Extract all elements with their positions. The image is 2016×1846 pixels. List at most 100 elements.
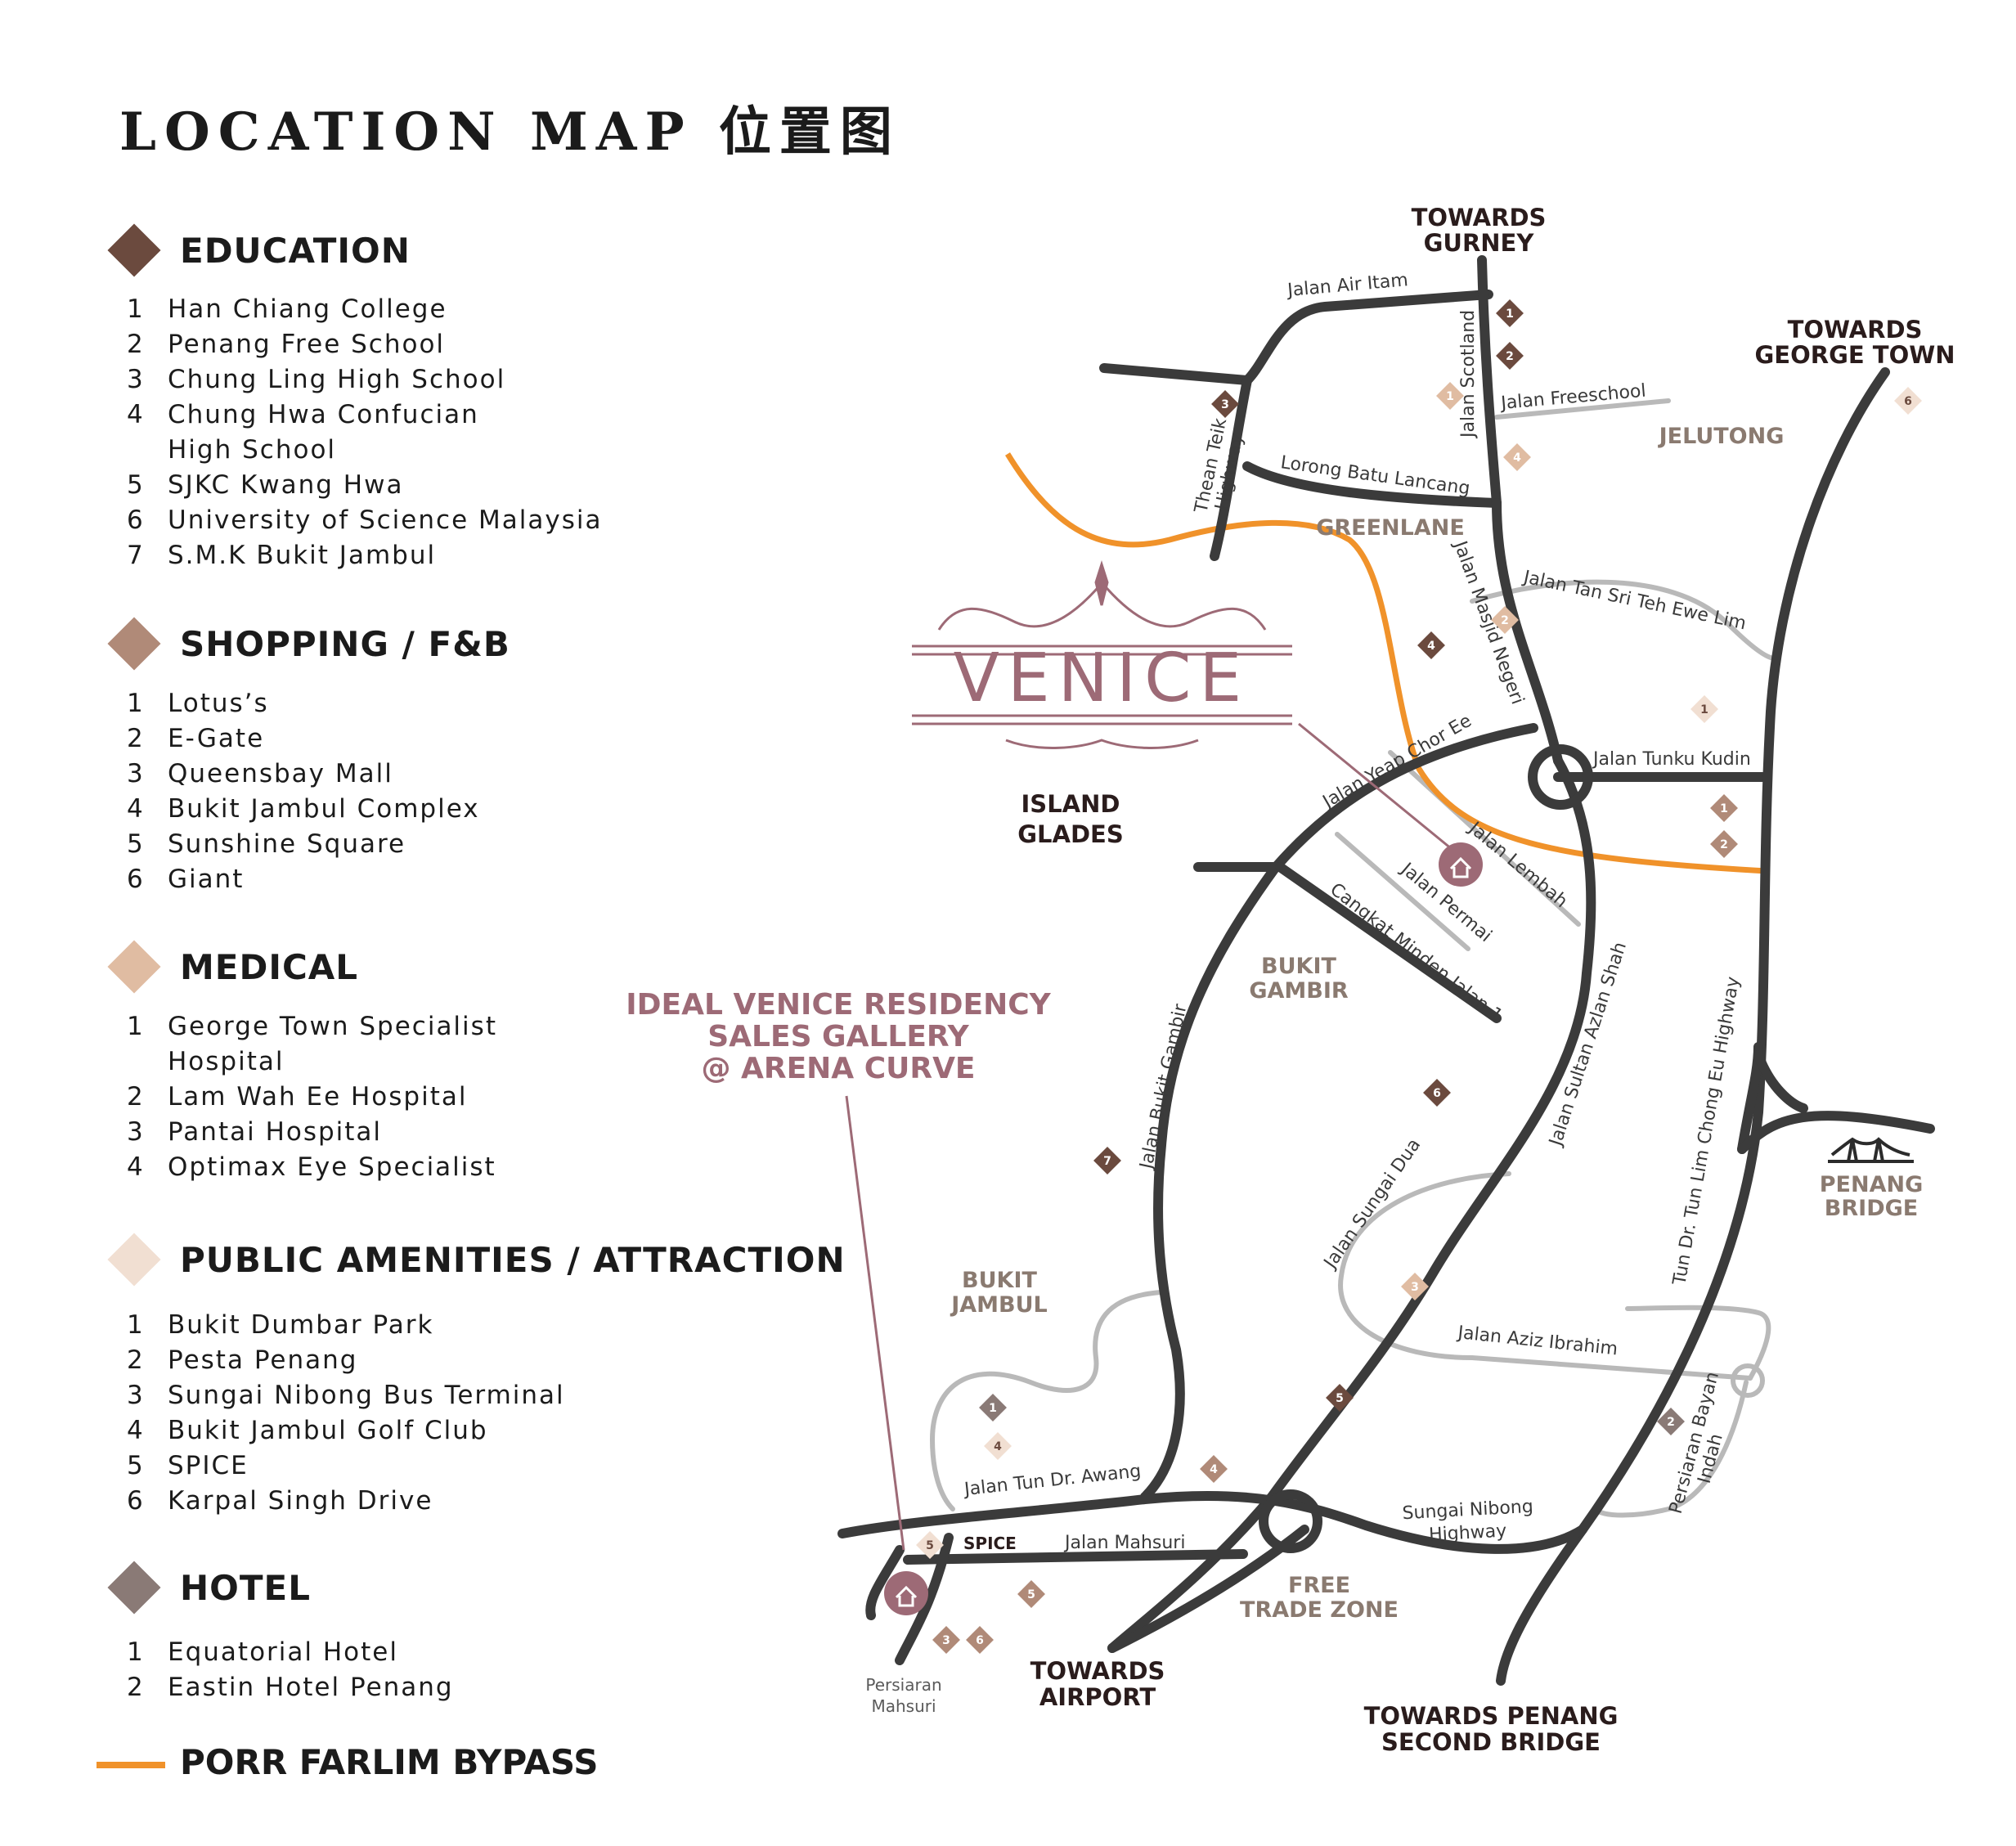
road-yeap-chor-ee: [1140, 723, 1538, 1502]
legend-item-number: 2: [127, 1345, 145, 1375]
marker-number: 2: [1667, 1416, 1675, 1429]
legend-item: George Town Specialist: [168, 1012, 497, 1041]
legend-item-number: 6: [127, 865, 145, 894]
marker-shopping-3: 3: [932, 1626, 960, 1654]
label-jalan-scotland: Jalan Scotland: [1458, 310, 1479, 439]
label-jalan-mahsuri: Jalan Mahsuri: [1063, 1533, 1185, 1553]
label-bukit-gambir-1: BUKIT: [1261, 954, 1336, 979]
marker-shopping-4: 4: [1200, 1455, 1228, 1483]
marker-public-4: 4: [984, 1432, 1012, 1460]
road-sultan-azlan-shah: [1107, 756, 1596, 1653]
legend-item-number: 4: [127, 1152, 145, 1182]
hotel-heading: HOTEL: [180, 1568, 311, 1608]
road-jalan-permai: [1335, 832, 1470, 951]
marker-number: 7: [1103, 1155, 1111, 1168]
legend-item: Pesta Penang: [168, 1345, 358, 1375]
legend-item: Han Chiang College: [168, 294, 447, 324]
legend-item-number: 7: [127, 541, 145, 570]
label-jalan-tunku-kudin: Jalan Tunku Kudin: [1592, 749, 1751, 770]
legend-item-number: 1: [127, 1637, 145, 1667]
road-penang-bridge: [1737, 1111, 1935, 1154]
minor-roads: [929, 398, 1777, 1518]
road-masjid-negeri: [1492, 498, 1563, 766]
road-jalan-tan-sri: [1470, 579, 1777, 661]
road-jalan-aziz-ibrahim: [1625, 1305, 1771, 1381]
legend-item: S.M.K Bukit Jambul: [168, 541, 437, 570]
marker-number: 4: [1210, 1463, 1218, 1476]
road-thean-teik: [1210, 375, 1252, 561]
legend-item: Bukit Dumbar Park: [168, 1310, 434, 1340]
legend-item-number: 5: [127, 829, 145, 859]
label-penang-bridge-1: PENANG: [1820, 1172, 1923, 1197]
public-amenities-heading: PUBLIC AMENITIES / ATTRACTION: [180, 1240, 846, 1280]
label-sungai-nibong-1: Sungai Nibong: [1402, 1497, 1533, 1524]
marker-shopping-5: 5: [1017, 1580, 1045, 1608]
marker-education-2: 2: [1496, 342, 1524, 370]
road-main-east-west: [837, 1490, 1587, 1554]
marker-number: 1: [989, 1402, 997, 1415]
label-jelutong: JELUTONG: [1658, 424, 1785, 449]
marker-education-4: 4: [1417, 631, 1445, 659]
venice-site-arrow: [1298, 722, 1453, 851]
label-bukit-jambul-1: BUKIT: [962, 1268, 1037, 1293]
home-icon: [1449, 856, 1472, 878]
legend-item: University of Science Malaysia: [168, 505, 603, 535]
home-icon: [895, 1585, 918, 1607]
label-persiaran-mahsuri-2: Mahsuri: [871, 1696, 936, 1716]
marker-number: 4: [1513, 451, 1521, 465]
marker-hotel-2: 2: [1657, 1408, 1685, 1435]
road-bukit-jambul-loop: [929, 1290, 1164, 1511]
legend-item-number: 6: [127, 505, 145, 535]
road-jalan-lembah: [1388, 750, 1581, 927]
legend-item-number: 4: [127, 794, 145, 824]
sales-gallery-line-2: SALES GALLERY: [707, 1020, 969, 1053]
label-towards-gurney-1: TOWARDS: [1412, 204, 1547, 231]
road-cangkat-minden: [1275, 862, 1502, 1023]
marker-number: 5: [1336, 1392, 1344, 1405]
legend-item-number: 1: [127, 1310, 145, 1340]
marker-hotel-1: 1: [979, 1394, 1007, 1422]
legend-item: Penang Free School: [168, 330, 446, 359]
marker-education-3: 3: [1211, 390, 1239, 418]
label-bukit-jambul-2: JAMBUL: [950, 1292, 1048, 1318]
legend-item-number: 2: [127, 1082, 145, 1112]
label-bukit-gambir-2: GAMBIR: [1249, 978, 1349, 1004]
label-towards-gurney-2: GURNEY: [1424, 229, 1535, 257]
road-tun-lim-highway: [1496, 367, 1890, 1686]
label-towards-george-town-1: TOWARDS: [1788, 316, 1923, 344]
page-title: LOCATION MAP 位置图: [119, 101, 900, 163]
legend-item-number: 3: [127, 365, 145, 394]
marker-education-5: 5: [1326, 1384, 1354, 1412]
marker-number: 6: [976, 1634, 984, 1647]
road-bridge-curve: [1753, 1050, 1808, 1113]
legend-item-number: 1: [127, 689, 145, 718]
road-jalan-mahsuri: [903, 1549, 1248, 1565]
label-persiaran-mahsuri-1: Persiaran: [865, 1675, 941, 1695]
roundabout-tunku-kudin: [1528, 744, 1593, 810]
legend-item: Sungai Nibong Bus Terminal: [168, 1381, 565, 1410]
label-towards-airport-2: AIRPORT: [1039, 1683, 1156, 1711]
legend-item: SPICE: [168, 1451, 249, 1480]
road-persiaran-bayan-indah: [1592, 1380, 1749, 1518]
legend-item-number: 2: [127, 1673, 145, 1702]
legend-item: Giant: [168, 865, 245, 894]
legend-item: Pantai Hospital: [168, 1117, 383, 1147]
marker-number: 2: [1506, 350, 1514, 363]
sales-gallery-line-3: @ ARENA CURVE: [701, 1052, 975, 1085]
road-lorong-batu-lancang: [1242, 461, 1502, 508]
label-jalan-air-itam: Jalan Air Itam: [1285, 270, 1408, 301]
road-west-spur: [1099, 363, 1252, 385]
venice-logo-text: VENICE: [954, 640, 1250, 717]
marker-number: 6: [1433, 1087, 1441, 1100]
education-heading: EDUCATION: [180, 231, 411, 271]
road-jalan-freeschool: [1494, 398, 1671, 420]
marker-number: 1: [1700, 703, 1708, 716]
marker-medical-4: 4: [1503, 443, 1531, 471]
legend-item: Lam Wah Ee Hospital: [168, 1082, 468, 1112]
sales-gallery-marker: [884, 1571, 928, 1615]
road-mahsuri-loop: [865, 1545, 905, 1620]
legend-item: Equatorial Hotel: [168, 1637, 398, 1667]
marker-number: 4: [1427, 640, 1435, 653]
